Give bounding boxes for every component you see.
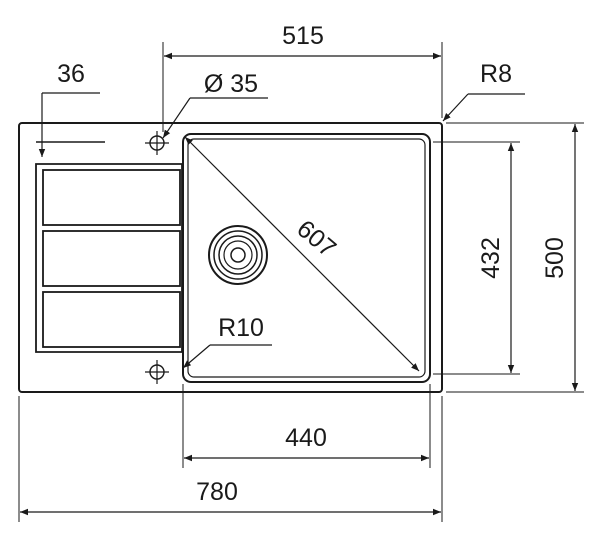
dim-36-label: 36 (57, 60, 85, 88)
dim-r8-label: R8 (480, 60, 512, 88)
dim-tap-hole-label: Ø 35 (204, 70, 258, 98)
dim-r10-label: R10 (218, 314, 264, 342)
drain-icon (208, 225, 268, 285)
dim-432-label: 432 (477, 237, 505, 279)
dimension-500: 500 (446, 122, 584, 393)
tap-hole-bottom-icon (145, 360, 169, 384)
tap-hole-top-icon (145, 131, 169, 155)
dim-440-label: 440 (285, 424, 327, 452)
sink-outline (18, 122, 443, 393)
dimension-36: 36 (38, 60, 100, 157)
dimension-tap-hole: Ø 35 (162, 70, 268, 139)
dimension-r10: R10 (182, 314, 272, 369)
dimension-r8: R8 (442, 60, 525, 122)
dimension-515: 515 (162, 22, 443, 132)
dim-780-label: 780 (196, 478, 238, 506)
dimension-440: 440 (182, 384, 431, 468)
drainer-area (35, 141, 183, 353)
dimension-780: 780 (18, 396, 443, 522)
dim-500-label: 500 (541, 237, 569, 279)
dimension-432: 432 (433, 141, 520, 375)
dim-607-label: 607 (291, 215, 341, 263)
dim-515-label: 515 (282, 22, 324, 50)
